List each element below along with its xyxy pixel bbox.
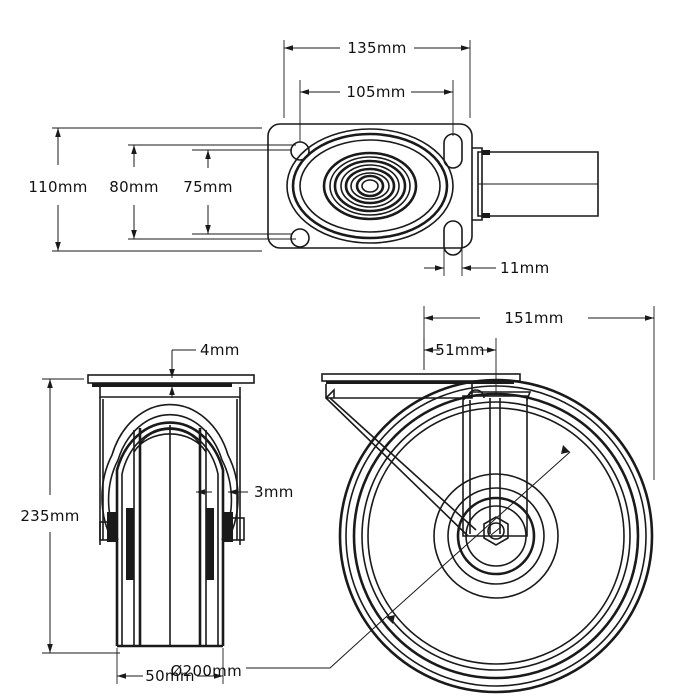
dim-overall-length: 151mm — [423, 306, 655, 480]
side-view-axle-housing — [462, 389, 532, 537]
dim-label-overall-height: 235mm — [20, 507, 79, 525]
dim-wheel-width: 50mm — [116, 648, 224, 685]
dim-hole-size: 11mm — [424, 246, 550, 277]
dim-label-overall-length: 151mm — [504, 309, 563, 327]
dim-wheel-diameter: Ø200mm — [171, 445, 571, 680]
dim-label-bolt-spacing-length: 105mm — [346, 83, 405, 101]
dim-label-plate-width: 110mm — [28, 178, 87, 196]
side-view-hub-nut — [483, 516, 509, 546]
front-view: 4mm 3mm 235mm 50mm — [20, 341, 293, 685]
dim-bolt-spacing-width: 80mm — [109, 144, 296, 240]
bolt-hole-bottom-left — [290, 228, 310, 248]
dim-overall-height: 235mm — [20, 378, 120, 654]
side-view: Ø200mm 151mm 51mm — [171, 306, 655, 694]
dim-bolt-inner-width: 75mm — [183, 149, 292, 235]
dim-label-wheel-diameter: Ø200mm — [171, 662, 242, 680]
dim-label-hole-size: 11mm — [500, 259, 550, 277]
dim-label-plate-thickness: 4mm — [200, 341, 240, 359]
front-view-plate — [87, 374, 255, 398]
dim-plate-width: 110mm — [28, 127, 262, 252]
swivel-raceway-rings — [286, 128, 454, 244]
front-view-fork-arch — [101, 403, 239, 541]
dim-bolt-spacing-length: 105mm — [299, 80, 454, 142]
dim-label-bolt-spacing-width: 80mm — [109, 178, 159, 196]
dim-label-plate-length: 135mm — [347, 39, 406, 57]
front-view-axle-hardware — [99, 508, 245, 580]
top-view-stem — [465, 145, 599, 223]
dim-label-wheel-width: 50mm — [145, 667, 195, 685]
dim-plate-thickness: 4mm — [169, 341, 240, 398]
dim-label-swivel-offset: 51mm — [435, 341, 485, 359]
dim-swivel-offset: 51mm — [423, 338, 497, 396]
dim-tread-thickness: 3mm — [196, 483, 294, 501]
top-plate-view: 135mm 105mm 110mm — [28, 39, 599, 277]
side-view-plate — [321, 373, 521, 384]
bolt-slot-top-right — [443, 133, 463, 169]
dim-plate-length: 135mm — [283, 39, 471, 118]
dim-label-tread-thickness: 3mm — [254, 483, 294, 501]
dim-label-bolt-inner-width: 75mm — [183, 178, 233, 196]
